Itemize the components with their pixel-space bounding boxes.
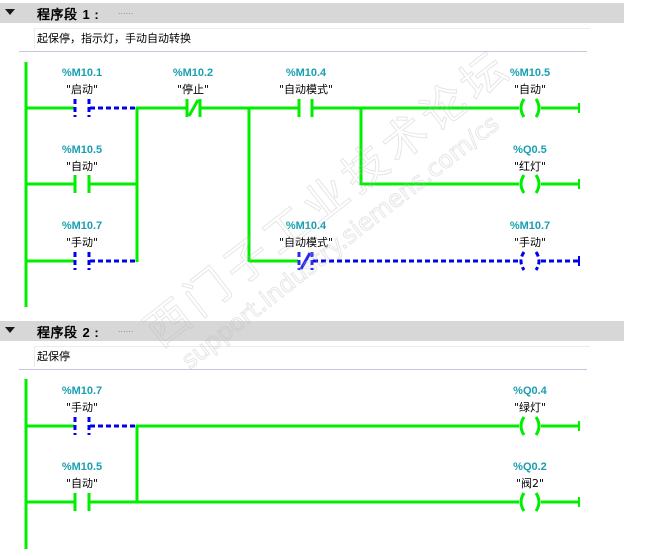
operand-address: %M10.4 [285,220,327,232]
operand-name: "停止" [176,83,210,96]
nc-contact-m10-2[interactable] [185,99,202,117]
collapse-triangle-icon[interactable] [5,9,15,15]
operand-name: "手动" [65,401,99,414]
contact-m10-5[interactable] [73,175,91,193]
operand-address: %M10.7 [61,220,103,232]
operand-address: %M10.7 [61,385,103,397]
contact-m10-7-seg2[interactable] [73,417,91,435]
operand-name: "阀2" [515,477,545,490]
operand-address: %Q0.2 [513,461,547,473]
contact-m10-1[interactable] [73,99,91,117]
nc-contact-m10-4[interactable] [297,252,314,270]
operand-name: "自动" [513,83,547,96]
operand-address: %Q0.5 [513,144,547,156]
operand-name: "自动" [65,477,99,490]
segment-1-comment[interactable]: 起保停，指示灯，手动自动转换 [34,28,590,49]
collapse-triangle-icon[interactable] [5,327,15,333]
operand-address: %M10.4 [285,67,327,79]
segment-1-separator [19,51,587,52]
operand-name: "红灯" [513,160,547,173]
segment-2-title: 程序段 2 : [37,325,100,341]
segment-1-title: 程序段 1 : [37,7,100,23]
operand-address: %M10.2 [172,67,214,79]
contact-m10-5-seg2[interactable] [73,493,91,511]
operand-address: %M10.5 [61,144,103,156]
operand-address: %M10.7 [509,220,551,232]
operand-address: %M10.5 [61,461,103,473]
operand-address: %M10.5 [509,67,551,79]
operand-name: "自动模式" [278,83,334,96]
operand-name: "手动" [513,236,547,249]
contact-m10-7[interactable] [73,252,91,270]
coil-m10-5[interactable] [519,98,541,118]
segment-2-header[interactable]: 程序段 2 : ...... [0,321,624,341]
operand-name: "绿灯" [513,401,547,414]
segment-2-title-placeholder[interactable]: ...... [118,325,134,334]
operand-address: %M10.1 [61,67,103,79]
operand-name: "自动模式" [278,236,334,249]
segment-2-separator [19,369,587,370]
coil-m10-7[interactable] [519,251,541,271]
operand-name: "启动" [65,83,99,96]
operand-name: "手动" [65,236,99,249]
coil-q0-5[interactable] [519,174,541,194]
operand-name: "自动" [65,160,99,173]
segment-1-title-placeholder[interactable]: ...... [118,7,134,16]
segment-2-comment[interactable]: 起保停 [34,346,590,367]
segment-1-header[interactable]: 程序段 1 : ...... [0,3,624,23]
coil-q0-4[interactable] [519,416,541,436]
operand-address: %Q0.4 [513,385,547,397]
contact-m10-4[interactable] [297,99,314,117]
coil-q0-2[interactable] [519,492,541,512]
